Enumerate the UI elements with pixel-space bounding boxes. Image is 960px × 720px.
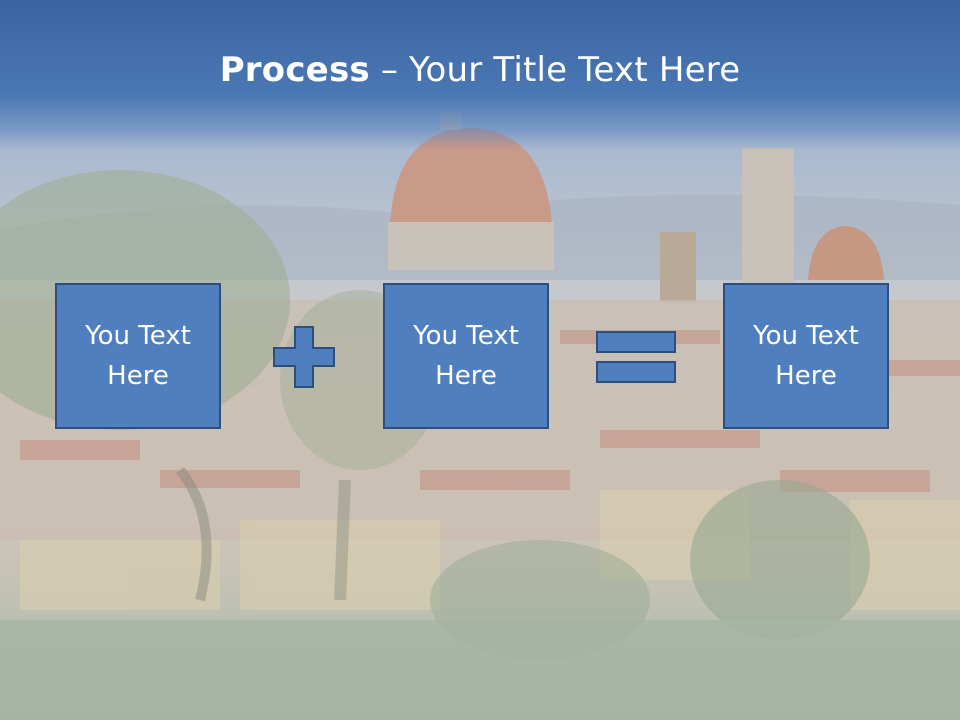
process-box-2-text: You Text Here	[413, 321, 519, 391]
title-bar: Process – Your Title Text Here	[0, 0, 960, 150]
slide-title: Process – Your Title Text Here	[0, 50, 960, 90]
process-box-3-text: You Text Here	[753, 321, 859, 391]
process-box-1[interactable]: You Text Here	[55, 283, 221, 429]
plus-icon	[273, 326, 335, 388]
process-box-1-text: You Text Here	[85, 321, 191, 391]
process-box-2[interactable]: You Text Here	[383, 283, 549, 429]
equals-icon	[596, 331, 676, 383]
title-rest-text: – Your Title Text Here	[369, 50, 741, 90]
process-box-3[interactable]: You Text Here	[723, 283, 889, 429]
title-bold-text: Process	[219, 50, 370, 90]
